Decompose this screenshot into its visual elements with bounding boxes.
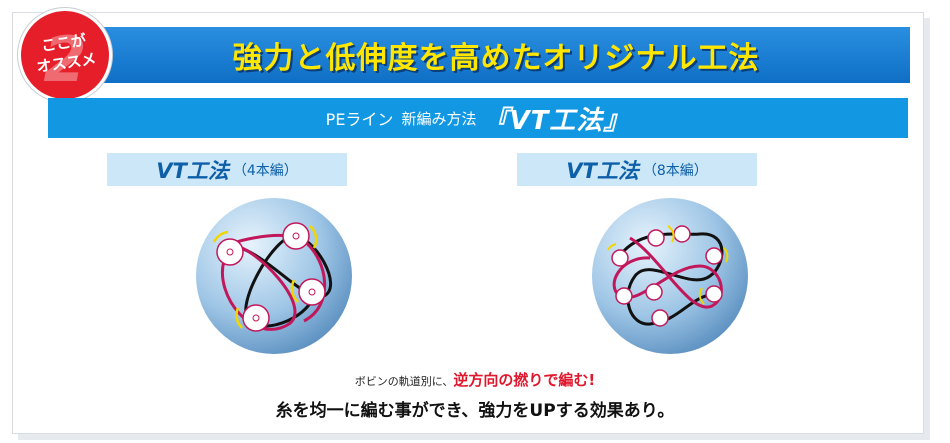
panel-label-4: VT工法 （4本編） [107, 153, 347, 186]
subheader-highlight: 『VT工法』 [482, 105, 631, 136]
strand-pink [612, 236, 723, 309]
panel-label-8: VT工法 （8本編） [517, 153, 757, 186]
bobbins [611, 225, 723, 327]
header-bar [82, 27, 910, 83]
badge-number: 2 [43, 23, 87, 96]
bobbins [216, 222, 326, 332]
subheader: PEライン 新編み方法 『VT工法』 [48, 98, 908, 138]
rotation-arrows [212, 225, 318, 329]
header-title: 強力と低伸度を高めたオリジナル工法 [232, 41, 760, 76]
subheader-part1: PEライン [325, 110, 394, 129]
caption-line2: 糸を均一に編む事ができ、強力をUPする効果あり。 [275, 401, 675, 421]
panel-subtitle-4: （4本編） [232, 162, 298, 179]
subheader-bar [48, 98, 908, 138]
recommend-badge: 2 ここが オススメ [18, 8, 112, 102]
panel-subtitle-8: （8本編） [642, 162, 708, 179]
caption-prefix: ボビンの軌道別に、 [354, 375, 454, 388]
caption-line1: ボビンの軌道別に、逆方向の撚りで編む! [0, 369, 950, 390]
subheader-part2: 新編み方法 [401, 109, 477, 128]
panel-title-8: VT工法 [566, 158, 639, 183]
panel-title-4: VT工法 [156, 158, 229, 183]
rotation-arrows [607, 225, 729, 305]
braid-diagram-8 [592, 198, 748, 354]
braid-diagram-4 [196, 198, 352, 354]
caption-highlight: 逆方向の撚りで編む! [453, 371, 596, 389]
